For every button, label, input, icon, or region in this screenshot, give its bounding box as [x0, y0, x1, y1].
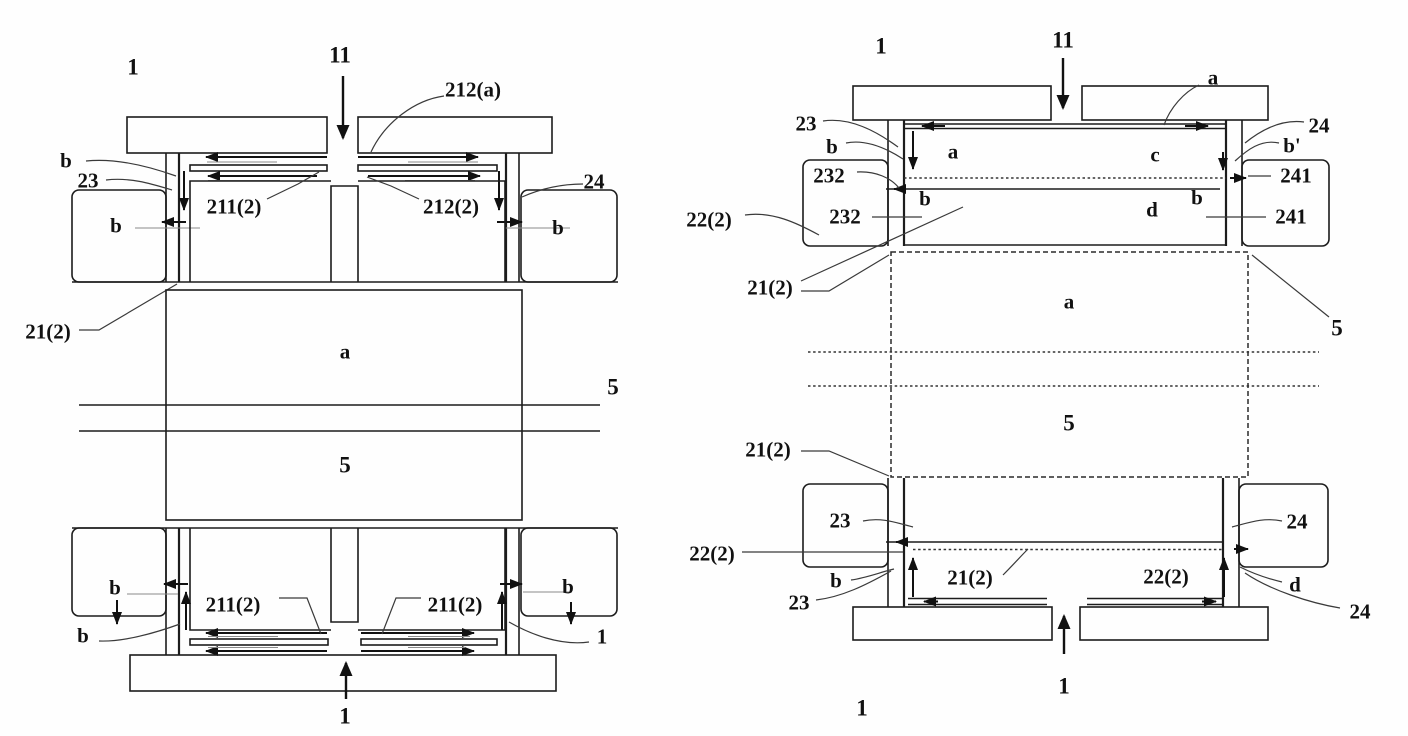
ref-label-22-2-bottom: 22(2) — [1143, 564, 1189, 589]
ref-label-212-2-top: 212(2) — [423, 194, 479, 219]
ref-label-1-bottom-left: 1 — [856, 695, 868, 721]
ref-label-211-2-bottom-right: 211(2) — [427, 592, 483, 617]
section-label-b-inner-left: b — [919, 186, 931, 211]
zone-label-5-mid: 5 — [1063, 410, 1075, 436]
ref-label-24-mid: 24 — [1286, 509, 1308, 534]
ref-label-22-2-left: 22(2) — [689, 541, 735, 566]
ref-label-5-side: 5 — [607, 374, 619, 400]
ref-label-212a: 212(a) — [445, 77, 501, 102]
ref-label-211-2-top: 211(2) — [206, 194, 262, 219]
zone-label-5: 5 — [339, 452, 351, 478]
ref-label-1-top: 1 — [127, 54, 139, 80]
ref-label-21-2-bottom: 21(2) — [947, 565, 993, 590]
ref-label-22-2-top: 22(2) — [686, 207, 732, 232]
ref-label-232-lower: 232 — [829, 204, 861, 229]
section-label-b-bottom-left: b — [77, 623, 89, 648]
ref-label-24-bottom: 24 — [1349, 599, 1371, 624]
ref-label-232-upper: 232 — [813, 163, 845, 188]
zone-label-a-top: a — [1207, 65, 1219, 90]
ref-label-11: 11 — [1052, 27, 1074, 53]
right-figure-linework — [742, 58, 1341, 654]
ref-label-11: 11 — [329, 42, 351, 68]
zone-label-c: c — [1150, 142, 1160, 167]
section-label-b-inner-right: b — [1191, 185, 1203, 210]
ref-label-24: 24 — [583, 169, 605, 194]
ref-label-241-upper: 241 — [1280, 163, 1312, 188]
section-label-b-lower-right: b — [562, 574, 574, 599]
section-label-b-left: b — [826, 134, 838, 159]
section-label-b-bottom: b — [830, 568, 842, 593]
ref-label-23-bottom: 23 — [788, 590, 810, 615]
ref-label-5-side: 5 — [1331, 315, 1343, 341]
zone-label-a: a — [339, 339, 351, 364]
ref-label-23: 23 — [77, 168, 99, 193]
section-label-b-upper-left: b — [60, 148, 72, 173]
ref-label-211-2-bottom-left: 211(2) — [205, 592, 261, 617]
zone-label-a-inner: a — [947, 139, 959, 164]
ref-label-23-mid: 23 — [829, 508, 851, 533]
left-figure-linework — [71, 76, 618, 699]
section-label-b-lower-left: b — [109, 575, 121, 600]
ref-label-241-lower: 241 — [1275, 204, 1307, 229]
ref-label-21-2: 21(2) — [25, 319, 71, 344]
ref-label-1-bottom-right: 1 — [596, 624, 608, 649]
ref-label-21-2-top: 21(2) — [747, 275, 793, 300]
ref-label-1-top: 1 — [875, 33, 887, 59]
section-label-b-prime: b' — [1283, 133, 1301, 158]
section-label-b-mid-left: b — [110, 213, 122, 238]
ref-label-1-bottom: 1 — [339, 703, 351, 729]
ref-label-1-bottom: 1 — [1058, 673, 1070, 699]
ref-label-24-top: 24 — [1308, 113, 1330, 138]
zone-label-a-mid: a — [1063, 289, 1075, 314]
zone-label-d-bottom: d — [1289, 572, 1301, 597]
zone-label-d: d — [1146, 197, 1158, 222]
section-label-b-mid-right: b — [552, 215, 564, 240]
ref-label-23-top: 23 — [795, 111, 817, 136]
ref-label-21-2-mid: 21(2) — [745, 437, 791, 462]
